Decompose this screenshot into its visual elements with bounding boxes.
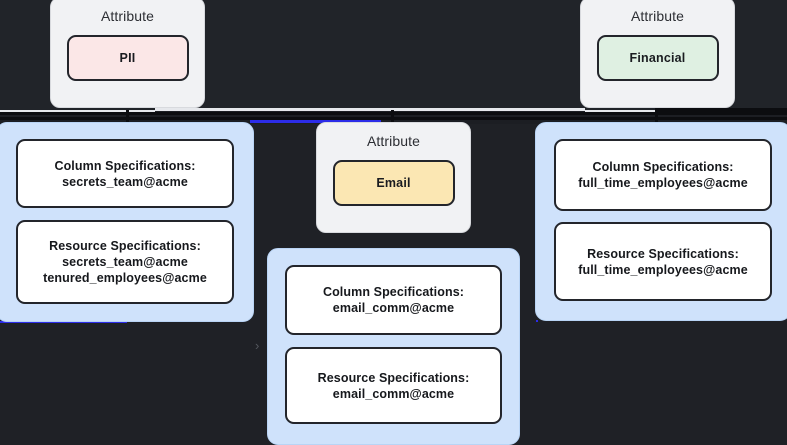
spec-group-financial[interactable]: Column Specifications: full_time_employe… bbox=[535, 122, 787, 321]
accent-line-left-bottom bbox=[0, 321, 127, 323]
spec-box-resource-specifications[interactable]: Resource Specifications: full_time_emplo… bbox=[554, 222, 772, 301]
attribute-node-title: Attribute bbox=[630, 8, 685, 24]
edge-email-vertical bbox=[391, 110, 394, 124]
spec-box-resource-specifications[interactable]: Resource Specifications: secrets_team@ac… bbox=[16, 220, 234, 304]
spec-box-value: full_time_employees@acme bbox=[578, 176, 748, 190]
edge-email-horizontal-top bbox=[155, 108, 585, 111]
accent-line-middle-top bbox=[250, 120, 381, 123]
accent-line-right-bottom bbox=[536, 320, 538, 322]
spec-box-resource-specifications[interactable]: Resource Specifications: email_comm@acme bbox=[285, 347, 502, 424]
attribute-node-pii[interactable]: Attribute PII bbox=[50, 0, 205, 108]
spec-group-email[interactable]: Column Specifications: email_comm@acme R… bbox=[267, 248, 520, 445]
spec-box-column-specifications[interactable]: Column Specifications: email_comm@acme bbox=[285, 265, 502, 335]
spec-box-heading: Column Specifications: bbox=[322, 285, 465, 299]
edge-financial-vertical bbox=[655, 110, 658, 124]
edge-email-horizontal-lower bbox=[250, 117, 787, 120]
spec-box-value: email_comm@acme bbox=[332, 386, 455, 401]
spec-box-heading: Resource Specifications: bbox=[587, 246, 739, 261]
spec-box-value: full_time_employees@acme bbox=[578, 262, 748, 277]
attribute-node-email[interactable]: Attribute Email bbox=[316, 122, 471, 233]
edge-email-horizontal-shadow bbox=[250, 112, 787, 115]
spec-box-value: secrets_team@acme bbox=[62, 174, 188, 189]
spec-box-value: tenured_employees@acme bbox=[43, 271, 207, 285]
spec-box-value: email_comm@acme bbox=[332, 301, 455, 315]
attribute-chip-email[interactable]: Email bbox=[332, 160, 455, 206]
edge-pii-vertical bbox=[126, 110, 129, 124]
spec-group-pii[interactable]: Column Specifications: secrets_team@acme… bbox=[0, 122, 254, 322]
edge-financial-horizontal-shadow bbox=[655, 108, 787, 112]
spec-box-column-specifications[interactable]: Column Specifications: full_time_employe… bbox=[554, 139, 772, 211]
spec-box-heading: Column Specifications: bbox=[592, 160, 734, 174]
attribute-chip-pii[interactable]: PII bbox=[66, 35, 189, 81]
spec-box-column-specifications[interactable]: Column Specifications: secrets_team@acme bbox=[16, 139, 234, 208]
chevron-right-icon[interactable]: › bbox=[255, 338, 260, 353]
edge-pii-horizontal-shadow bbox=[0, 112, 250, 115]
attribute-chip-financial[interactable]: Financial bbox=[596, 35, 719, 81]
attribute-node-title: Attribute bbox=[100, 8, 155, 24]
spec-box-heading: Resource Specifications: bbox=[49, 239, 201, 253]
spec-box-value: secrets_team@acme bbox=[62, 255, 188, 269]
attribute-node-financial[interactable]: Attribute Financial bbox=[580, 0, 735, 108]
edge-pii-horizontal-upper bbox=[0, 110, 155, 112]
attribute-node-title: Attribute bbox=[366, 133, 421, 149]
spec-box-heading: Resource Specifications: bbox=[317, 370, 470, 385]
edge-pii-horizontal-lower bbox=[0, 117, 250, 120]
spec-box-heading: Column Specifications: bbox=[54, 158, 196, 173]
